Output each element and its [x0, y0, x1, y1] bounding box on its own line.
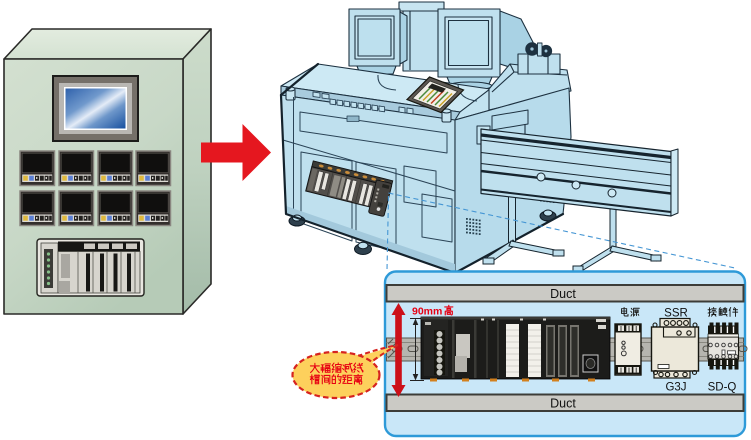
svg-text:90mm: 90mm: [412, 306, 442, 318]
svg-text:SSR: SSR: [664, 308, 688, 320]
svg-text:Duct: Duct: [550, 397, 576, 411]
svg-text:Duct: Duct: [550, 287, 576, 301]
svg-text:G3J: G3J: [665, 382, 686, 394]
svg-text:SD-Q: SD-Q: [708, 382, 737, 394]
